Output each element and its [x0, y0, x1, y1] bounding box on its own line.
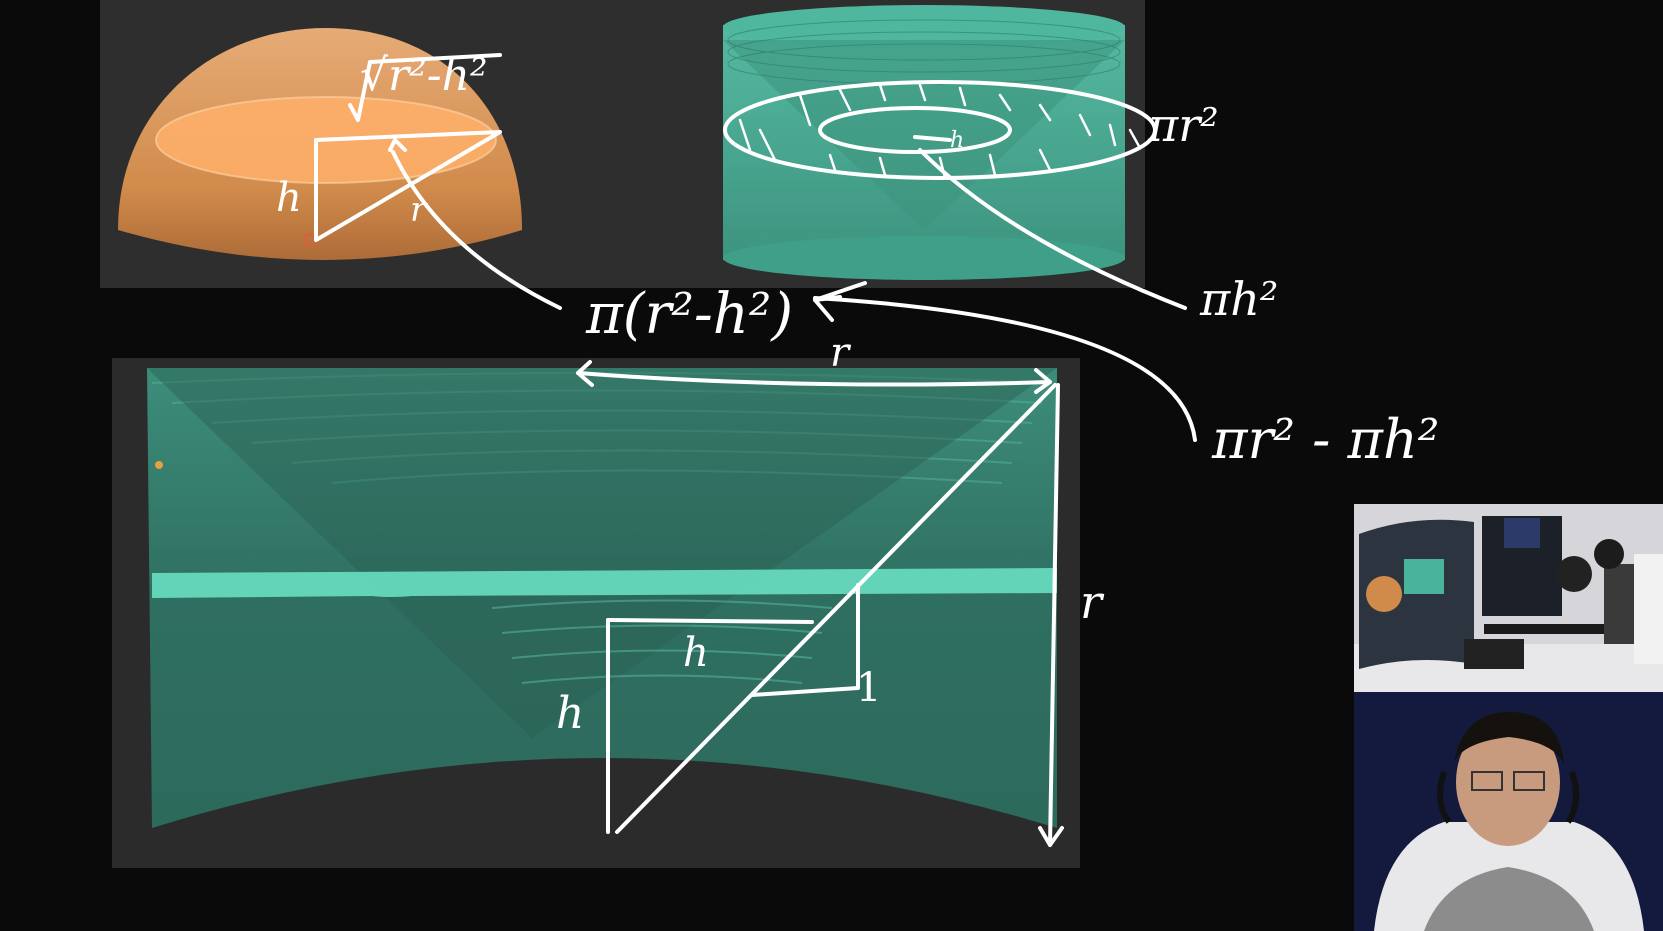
- ring-radius-h: [913, 135, 952, 142]
- inner-h-label: h: [683, 630, 709, 676]
- pi-difference-label: π(r²-h²): [586, 282, 794, 347]
- pi-r-squared-label: πr²: [1148, 98, 1219, 152]
- webcam-room-view: [1354, 504, 1663, 692]
- pi-h-squared-label: πh²: [1200, 272, 1279, 326]
- hemi-curve-arrow: [391, 150, 562, 310]
- hemisphere-graphic: [118, 28, 522, 260]
- sqrt-sign-stroke: [348, 53, 502, 122]
- ring-outer: [723, 80, 1157, 180]
- presenter-image: [1354, 692, 1663, 931]
- cross-section-panel: [112, 358, 1080, 868]
- cross-section-graphic: [147, 368, 1057, 828]
- hemi-triangle: [314, 130, 502, 242]
- top-r-arrow: [576, 360, 1052, 394]
- ring-h-label: h: [950, 128, 965, 153]
- inner-triangle-top: [606, 618, 814, 624]
- pi-r2-minus-arrow: [813, 296, 1197, 442]
- small-triangle: [750, 583, 860, 697]
- left-h-label: h: [556, 688, 585, 739]
- one-label: 1: [856, 665, 882, 711]
- pi-h2-arrow: [918, 148, 1187, 310]
- pi-r2-minus-pi-h2-label: πr² - πh²: [1212, 408, 1440, 471]
- ring-inner: [818, 106, 1012, 154]
- hemi-r-label: r: [410, 190, 427, 230]
- hemi-radius-arrow: [388, 138, 407, 152]
- room-scene-image: [1354, 504, 1663, 692]
- webcam-face-view: [1354, 692, 1663, 931]
- hemi-h-label: h: [276, 175, 302, 221]
- ring-hatching: [738, 83, 1142, 180]
- diagonal-line: [615, 383, 1057, 834]
- cylinder-graphic: [723, 5, 1125, 280]
- right-r-label: r: [1080, 575, 1102, 629]
- cylinder-panel: [560, 0, 1145, 288]
- right-r-arrow: [1038, 383, 1064, 847]
- sqrt-expression-label: √r²-h²: [360, 50, 488, 101]
- top-r-label: r: [830, 330, 850, 376]
